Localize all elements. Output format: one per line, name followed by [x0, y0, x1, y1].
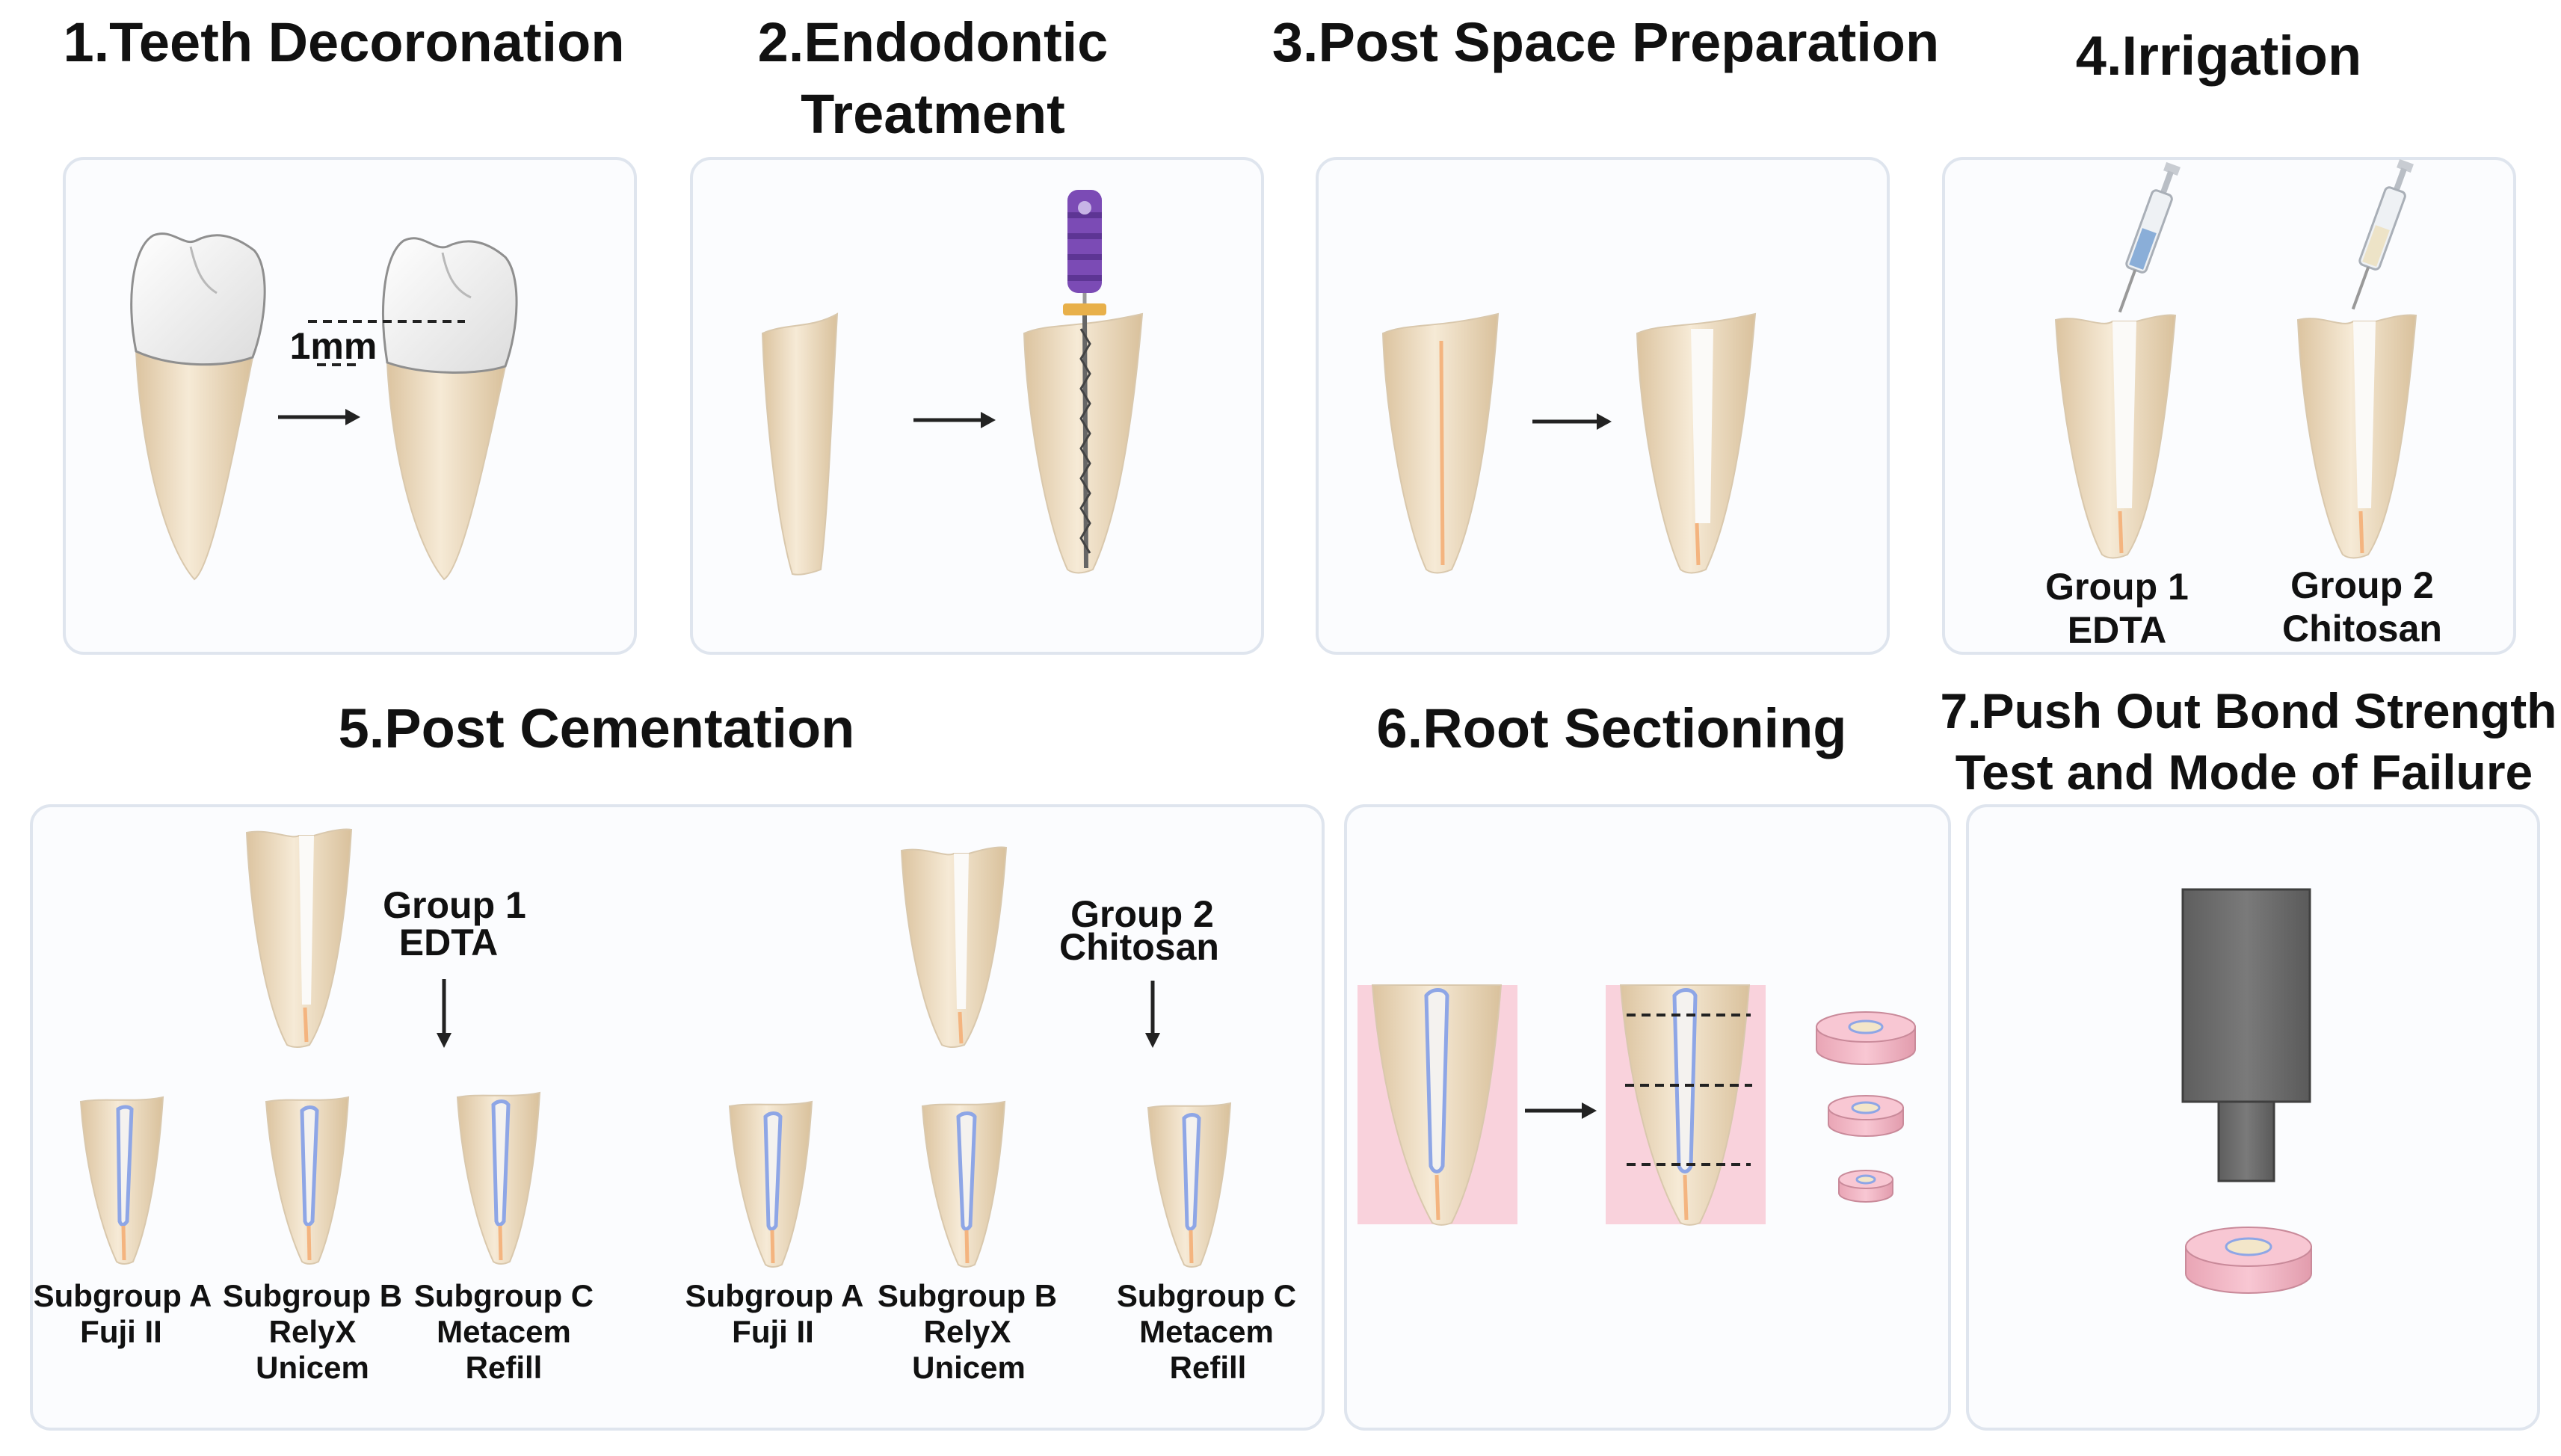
group2-post-space: [954, 854, 969, 1009]
arrowhead-icon: [1597, 413, 1612, 430]
g1-subgroup-c-tooth: [456, 1091, 541, 1265]
sectioned-residual: [1683, 1174, 1689, 1221]
subgroup-label-line3: Refill: [466, 1350, 543, 1385]
section-slice-coronal: [1816, 1011, 1916, 1065]
section-slice-middle: [1828, 1095, 1904, 1137]
test-specimen-icon: [2185, 1227, 2312, 1294]
group1-label-line1: Group 1: [2045, 566, 2189, 608]
p5-group1-label-line1: Group 1: [383, 884, 526, 926]
subgroup-label-line2: Metacem: [437, 1314, 571, 1349]
post-space-group2: [2353, 321, 2376, 508]
step-6-root-sectioning: 6.Root Sectioning: [1344, 697, 1951, 1431]
p5-group2-label-line2: Chitosan: [1059, 926, 1219, 968]
subgroup-label-line1: Subgroup A: [34, 1278, 212, 1313]
group1-post-space: [299, 836, 314, 1005]
step-1-title: 1.Teeth Decoronation: [63, 11, 624, 73]
subgroup-label-line1: Subgroup C: [1117, 1278, 1296, 1313]
step-3-post-space: 3.Post Space Preparation: [1272, 11, 1939, 655]
residual-filling: [1695, 522, 1701, 566]
subgroup-label-line3: Refill: [1170, 1350, 1247, 1385]
filled-canal: [1439, 340, 1445, 566]
arrowhead-icon: [437, 1033, 452, 1048]
step-4-title: 4.Irrigation: [2076, 25, 2361, 87]
step-7-title-line2: Test and Mode of Failure: [1956, 744, 2533, 800]
step-6-title: 6.Root Sectioning: [1377, 697, 1847, 759]
g2-subgroup-b-label: Subgroup B RelyX Unicem: [878, 1278, 1057, 1385]
g2-subgroup-c-tooth: [1147, 1102, 1232, 1268]
subgroup-label-line3: Unicem: [256, 1350, 369, 1385]
post-space: [1691, 329, 1713, 523]
section-slice-apical: [1838, 1170, 1893, 1203]
subgroup-label-line2: Fuji II: [80, 1314, 162, 1349]
subgroup-label-line1: Subgroup B: [223, 1278, 402, 1313]
g1-subgroup-b-tooth: [265, 1096, 350, 1265]
subgroup-label-line1: Subgroup A: [685, 1278, 864, 1313]
g2-subgroup-a-tooth: [728, 1100, 813, 1268]
group2-label-line1: Group 2: [2290, 564, 2434, 606]
step-2-title-line2: Treatment: [801, 83, 1065, 145]
step-5-post-cementation: 5.Post Cementation Group 1 EDTA: [30, 697, 1325, 1431]
arrowhead-icon: [345, 409, 360, 425]
measure-label: 1mm: [290, 325, 377, 367]
step-3-title: 3.Post Space Preparation: [1272, 11, 1939, 73]
g1-subgroup-a-label: Subgroup A Fuji II: [34, 1278, 212, 1349]
g1-subgroup-a-tooth: [79, 1096, 164, 1265]
step-2-title-line1: 2.Endodontic: [758, 11, 1109, 73]
p5-group2-label-line1: Group 2: [1070, 893, 1214, 935]
g2-subgroup-c-label: Subgroup C Metacem Refill: [1117, 1278, 1296, 1385]
step-2-endodontic: 2.Endodontic Treatment: [690, 11, 1264, 655]
arrowhead-icon: [1582, 1102, 1597, 1119]
group2-residual: [958, 1011, 964, 1044]
subgroup-label-line3: Unicem: [912, 1350, 1026, 1385]
g2-subgroup-b-tooth: [921, 1100, 1006, 1268]
g1-subgroup-c-label: Subgroup C Metacem Refill: [414, 1278, 594, 1385]
subgroup-label-line2: Metacem: [1139, 1314, 1274, 1349]
group1-residual: [303, 1007, 309, 1043]
subgroup-label-line1: Subgroup C: [414, 1278, 594, 1313]
intact-tooth: [130, 232, 266, 581]
step-2-panel: [690, 157, 1264, 655]
residual-filling-group2: [2358, 510, 2364, 554]
group1-label-line2: EDTA: [2068, 609, 2166, 651]
sectioned-post: [1672, 988, 1698, 1173]
group2-label-line2: Chitosan: [2282, 608, 2442, 650]
step-5-panel: [30, 804, 1325, 1431]
p5-group1-label-line2: EDTA: [399, 922, 498, 963]
arrowhead-icon: [1145, 1033, 1160, 1048]
step-7-title-line1: 7.Push Out Bond Strength: [1941, 683, 2557, 738]
g1-subgroup-b-label: Subgroup B RelyX Unicem: [223, 1278, 402, 1385]
post-space-group1: [2112, 321, 2136, 508]
plunger-icon: [2181, 888, 2311, 1182]
g2-subgroup-a-label: Subgroup A Fuji II: [685, 1278, 864, 1349]
decoronated-root: [761, 312, 839, 576]
step-7-push-out-test: 7.Push Out Bond Strength Test and Mode o…: [1941, 683, 2557, 1431]
subgroup-label-line2: RelyX: [924, 1314, 1011, 1349]
decoronated-tooth: [382, 237, 518, 581]
arrowhead-icon: [981, 412, 996, 428]
step-1-decoronation: 1.Teeth Decoronation 1mm: [63, 11, 637, 655]
residual-filling-group1: [2118, 510, 2124, 554]
embedded-residual: [1434, 1174, 1440, 1221]
step-4-irrigation: 4.Irrigation Group 1 EDTA Group 2 Chitos…: [1942, 25, 2516, 655]
endodontic-file-icon: [1063, 190, 1106, 569]
subgroup-label-line2: Fuji II: [732, 1314, 814, 1349]
step-5-title: 5.Post Cementation: [339, 697, 855, 759]
subgroup-label-line2: RelyX: [269, 1314, 357, 1349]
subgroup-label-line1: Subgroup B: [878, 1278, 1057, 1313]
syringe-icon: [2351, 158, 2414, 310]
embedded-post: [1424, 988, 1449, 1173]
syringe-icon: [2118, 161, 2181, 313]
